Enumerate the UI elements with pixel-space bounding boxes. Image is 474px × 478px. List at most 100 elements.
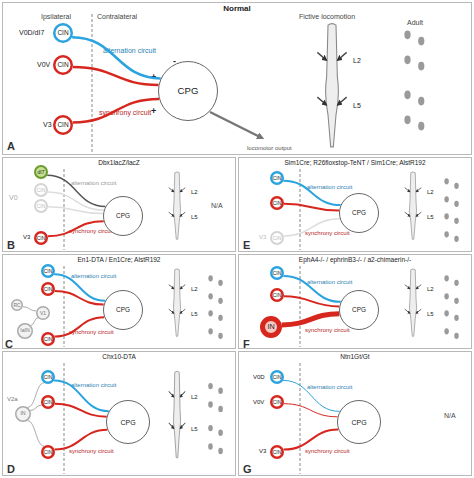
neuron-circle: IN: [15, 406, 31, 422]
circle-shape: [159, 62, 218, 121]
node-text: CIN: [273, 375, 282, 380]
node-text: CIN: [57, 30, 68, 37]
circle-shape: [340, 194, 379, 233]
text-label: V0V: [253, 399, 264, 405]
node-text: CIN: [37, 188, 46, 193]
node-text: CIN: [57, 122, 68, 129]
circuit-connector: [55, 404, 107, 417]
circle-shape: [54, 24, 72, 42]
node-text: CIN: [37, 236, 46, 241]
node-text: CIN: [273, 400, 282, 405]
neuron-circle: CIN: [270, 196, 284, 210]
text-label: alternation circuit: [307, 279, 352, 285]
neuron-circle: CIN: [270, 266, 284, 280]
text-label: synchrony circuit: [69, 448, 114, 454]
text-label: B: [7, 240, 15, 251]
cpg-circle: CPG: [158, 61, 218, 121]
circle-shape: [35, 232, 47, 244]
text-label: L5: [427, 311, 434, 317]
text-label: L2: [427, 189, 434, 195]
text-label: Ipsilateral: [41, 13, 71, 20]
circle-shape: [42, 283, 54, 295]
text-label: V0D: [253, 374, 265, 380]
neuron-circle: CIN: [270, 395, 284, 409]
text-label: synchrony circuit: [69, 329, 114, 335]
neuron-circle: RC: [11, 299, 23, 311]
neuron-circle: CIN: [41, 332, 55, 346]
circuit-connector: [48, 192, 104, 210]
circuit-connector: [47, 175, 105, 206]
circle-shape: [107, 401, 150, 444]
text-label: alternation circuit: [71, 273, 116, 279]
node-text: CIN: [44, 287, 53, 292]
circuit-connector: [73, 99, 160, 123]
panel-title: Normal: [3, 5, 471, 13]
text-label: Fictive locomotion: [299, 13, 355, 20]
node-text: CPG: [351, 419, 366, 426]
circle-shape: [54, 56, 72, 74]
circle-shape: [271, 289, 283, 301]
node-text: CIN: [44, 450, 53, 455]
text-label: locomotor output: [247, 145, 292, 151]
cpg-circle: CPG: [103, 196, 143, 236]
node-text: CPG: [178, 86, 199, 96]
panel-title: Chx10-DTA: [3, 354, 235, 361]
circle-shape: [271, 232, 283, 244]
circle-shape: [340, 291, 379, 330]
text-label: synchrony circuit: [305, 327, 350, 333]
text-label: synchrony circuit: [69, 228, 114, 234]
circuit-connector: [284, 296, 339, 306]
text-label: L5: [191, 311, 198, 317]
text-label: V3: [259, 448, 266, 454]
text-label: V2a: [7, 396, 18, 402]
text-label: synchrony circuit: [99, 109, 151, 116]
circuit-connector: [27, 421, 44, 447]
text-label: L2: [191, 189, 198, 195]
neuron-circle: CIN: [41, 445, 55, 459]
output-arrow: [210, 112, 262, 138]
cpg-circle: CPG: [337, 400, 381, 444]
text-label: Adult: [407, 19, 423, 26]
circle-shape: [271, 197, 283, 209]
text-label: N/A: [211, 202, 223, 209]
neuron-circle: dI7: [34, 165, 48, 179]
node-text: CIN: [273, 176, 282, 181]
panel-box: Dbx1lacZ/lacZdI7CINCINCINCPGBV0alternati…: [2, 157, 236, 252]
circuit-connector: [48, 207, 103, 214]
neuron-circle: CIN: [270, 171, 284, 185]
circle-shape: [35, 166, 47, 178]
circuit-connector: [30, 405, 42, 411]
text-label: A: [7, 141, 15, 152]
text-label: F: [243, 339, 250, 350]
circuit-connector: [284, 404, 338, 417]
midline: [64, 14, 300, 474]
text-label: alternation circuit: [103, 47, 156, 54]
node-text: CPG: [116, 213, 130, 219]
text-label: +: [151, 73, 156, 82]
circuit-connector: [31, 318, 38, 325]
circle-shape: [42, 265, 54, 277]
circle-shape: [271, 396, 283, 408]
circle-shape: [42, 446, 54, 458]
circle-shape: [42, 333, 54, 345]
circle-shape: [271, 446, 283, 458]
circuit-connector: [23, 307, 37, 311]
text-label: Contralateral: [97, 13, 137, 20]
circle-shape: [42, 371, 54, 383]
node-text: CIN: [44, 269, 53, 274]
panel-box: Ntn1Gt/GtCINCINCINCPGGV0DV0Valternation …: [238, 351, 472, 476]
neuron-circle: CIN: [270, 231, 284, 245]
node-text: CIN: [273, 201, 282, 206]
circle-shape: [263, 319, 280, 336]
circle-shape: [271, 371, 283, 383]
text-label: D: [7, 464, 15, 475]
text-label: alternation circuit: [307, 384, 352, 390]
text-label: V0V: [37, 61, 50, 68]
node-text: CIN: [273, 236, 282, 241]
circle-shape: [35, 184, 47, 196]
panel-title: Dbx1lacZ/lacZ: [3, 160, 235, 167]
circuit-connector: [55, 291, 104, 305]
node-text: IaIN: [20, 328, 30, 333]
